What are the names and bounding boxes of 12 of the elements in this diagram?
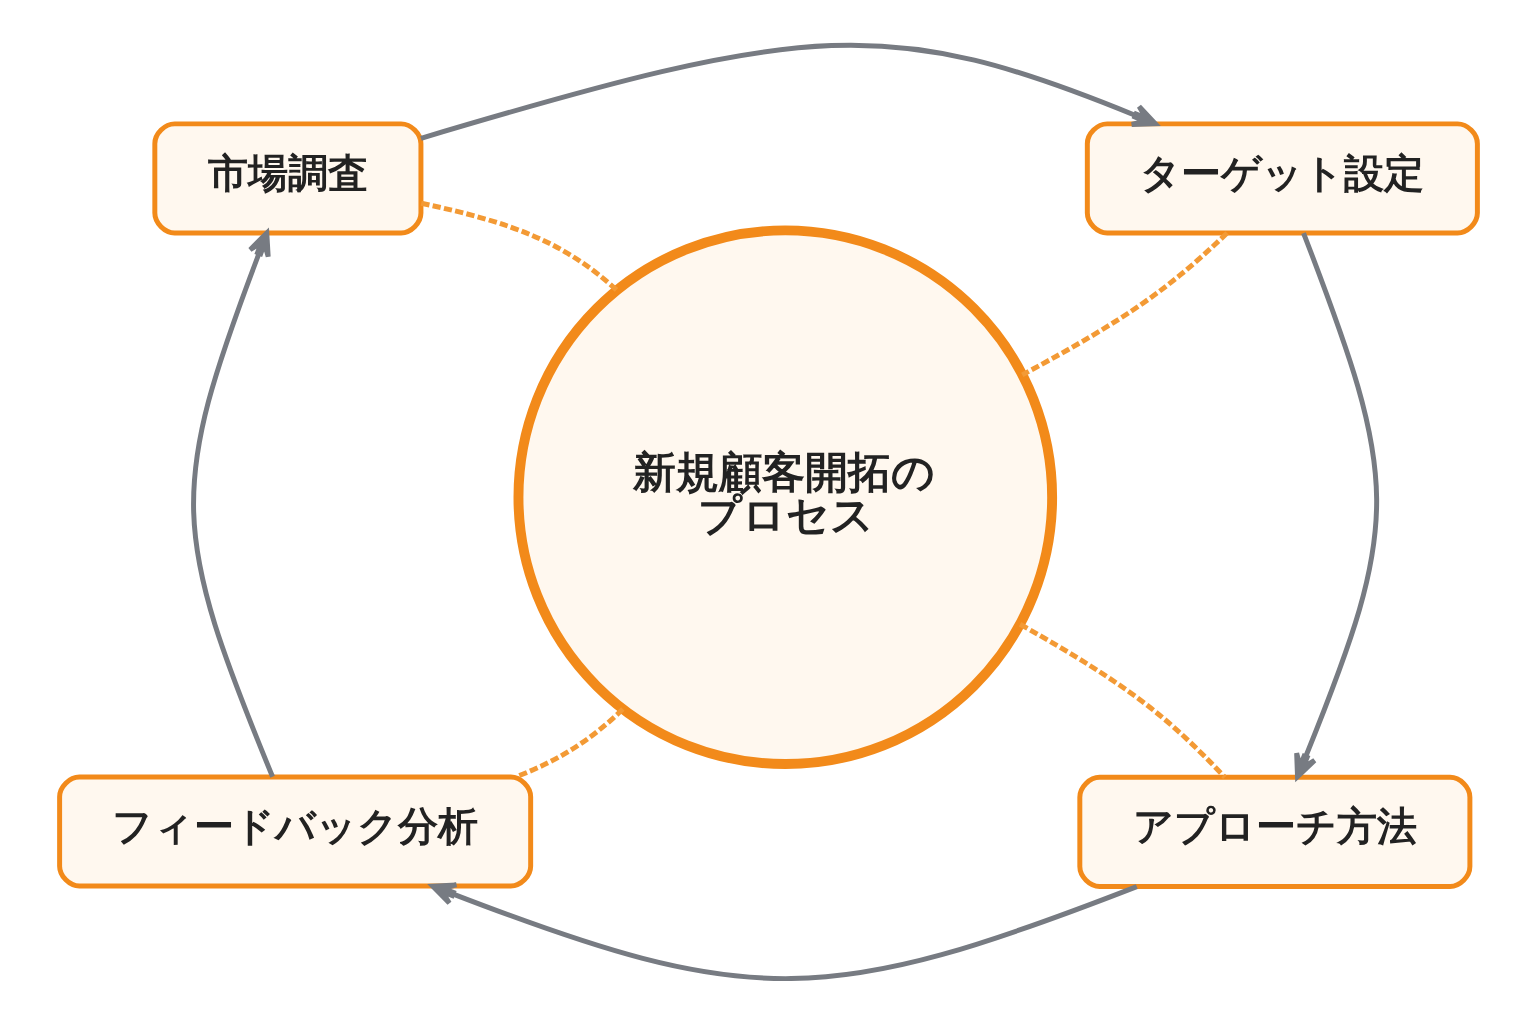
connector (1020, 231, 1229, 378)
connector (420, 200, 618, 292)
arrow (429, 882, 1138, 982)
arrow (1293, 232, 1379, 780)
arrow (190, 230, 275, 778)
node-box: フィードバック分析 (56, 774, 533, 889)
node-circle: 新規顧客開拓のプロセス (513, 225, 1057, 769)
node-box: ターゲット設定 (1084, 121, 1480, 236)
node-box: 市場調査 (151, 121, 423, 236)
node-box: アプローチ方法 (1076, 774, 1472, 889)
arrow (419, 43, 1158, 141)
connector (1018, 622, 1227, 779)
